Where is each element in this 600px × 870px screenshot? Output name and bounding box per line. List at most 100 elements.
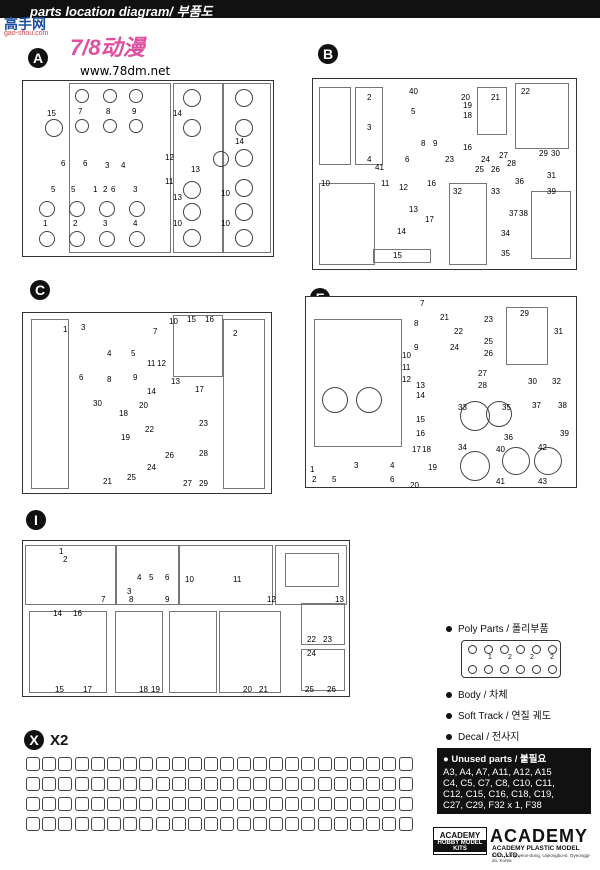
- sprue-a: 15 7 8 9 14 6 5 6 3 4 5 12 13 1 2 6 11 3…: [22, 80, 274, 257]
- part-number: 43: [538, 477, 547, 486]
- part-number: 3: [81, 323, 86, 332]
- part-number: 5: [51, 185, 56, 194]
- part-number: 1: [59, 547, 64, 556]
- track-link: [285, 777, 300, 791]
- part-number: 6: [111, 185, 116, 194]
- part-number: 4: [121, 161, 126, 170]
- part-number: 31: [554, 327, 563, 336]
- part-number: 37: [509, 209, 518, 218]
- part-number: 1: [43, 219, 48, 228]
- part-number: 26: [327, 685, 336, 694]
- part-number: 22: [454, 327, 463, 336]
- part-number: 20: [410, 481, 419, 490]
- part-number: 14: [416, 391, 425, 400]
- track-link: [42, 817, 57, 831]
- track-link: [236, 757, 251, 771]
- part-number: 9: [165, 595, 170, 604]
- watermark-url: www.78dm.net: [80, 64, 171, 78]
- part-number: 6: [165, 573, 170, 582]
- track-link: [90, 777, 105, 791]
- track-link: [350, 797, 364, 811]
- unused-title: ● Unused parts / 불필요: [443, 754, 547, 765]
- track-link: [269, 777, 283, 791]
- part-number: 1: [63, 325, 68, 334]
- part-number: 18: [422, 445, 431, 454]
- track-link: [90, 797, 105, 811]
- part-number: 34: [458, 443, 467, 452]
- part-number: 17: [412, 445, 421, 454]
- part-number: 16: [427, 179, 436, 188]
- part-number: 15: [393, 251, 402, 260]
- part-number: 2: [73, 219, 78, 228]
- watermark-brand: 7/8动漫: [70, 35, 145, 60]
- part-number: 30: [551, 149, 560, 158]
- part-number: 29: [539, 149, 548, 158]
- track-link: [155, 777, 170, 791]
- track-link: [366, 797, 381, 811]
- sprue-c: 1 3 4 5 10 7 15 16 2 6 8 11 12 9 13 14 1…: [22, 312, 272, 494]
- track-link: [155, 817, 170, 831]
- poly-ring: [468, 645, 477, 654]
- poly-ring: [516, 645, 525, 654]
- part-number: 10: [321, 179, 330, 188]
- part-number: 2: [233, 329, 238, 338]
- part-number: 34: [501, 229, 510, 238]
- part-number: 26: [491, 165, 500, 174]
- section-a-label: A: [28, 48, 48, 68]
- part-number: 25: [475, 165, 484, 174]
- part-number: 9: [132, 107, 137, 116]
- part-number: 8: [106, 107, 111, 116]
- part-number: 10: [169, 317, 178, 326]
- part-number: 28: [199, 449, 208, 458]
- track-link: [317, 797, 332, 811]
- part-number: 6: [390, 475, 395, 484]
- part-number: 22: [521, 87, 530, 96]
- part-number: 39: [547, 187, 556, 196]
- track-link: [333, 817, 348, 831]
- part-number: 15: [55, 685, 64, 694]
- track-count: X2: [50, 732, 69, 749]
- track-link: [123, 817, 138, 831]
- track-link: [398, 777, 413, 791]
- part-number: 6: [61, 159, 66, 168]
- track-link: [398, 817, 413, 831]
- part-number: 10: [221, 189, 230, 198]
- part-number: 21: [103, 477, 112, 486]
- part-number: 15: [47, 109, 56, 118]
- part-number: 7: [78, 107, 83, 116]
- academy-logo-box: ACADEMY HOBBY MODEL KITS: [433, 827, 487, 855]
- part-number: 2: [367, 93, 372, 102]
- poly-ring: [548, 645, 557, 654]
- part-number: 30: [528, 377, 537, 386]
- section-b-label: B: [318, 44, 338, 64]
- part-number: 11: [402, 363, 411, 372]
- part-number: 5: [411, 107, 416, 116]
- track-link: [301, 797, 316, 811]
- part-number: 38: [558, 401, 567, 410]
- legend-poly-parts: Poly Parts / 폴리부품: [446, 620, 549, 635]
- track-link: [366, 757, 381, 771]
- poly-ring: [500, 665, 509, 674]
- track-link: [382, 797, 397, 811]
- track-link: [42, 797, 57, 811]
- track-link: [317, 757, 332, 771]
- track-link: [58, 777, 73, 791]
- part-number: 12: [402, 375, 411, 384]
- part-number: 11: [147, 359, 156, 368]
- part-number: 3: [105, 161, 110, 170]
- track-link: [26, 777, 40, 791]
- part-number: 20: [243, 685, 252, 694]
- part-number: 29: [199, 479, 208, 488]
- part-number: 21: [259, 685, 268, 694]
- part-number: 13: [335, 595, 344, 604]
- part-number: 13: [191, 165, 200, 174]
- part-number: 3: [103, 219, 108, 228]
- section-c-label: C: [30, 280, 50, 300]
- track-link: [350, 817, 364, 831]
- part-number: 6: [405, 155, 410, 164]
- part-number: 40: [409, 87, 418, 96]
- part-number: 33: [458, 403, 467, 412]
- part-number: 13: [416, 381, 425, 390]
- part-number: 2: [312, 475, 317, 484]
- track-link: [123, 777, 138, 791]
